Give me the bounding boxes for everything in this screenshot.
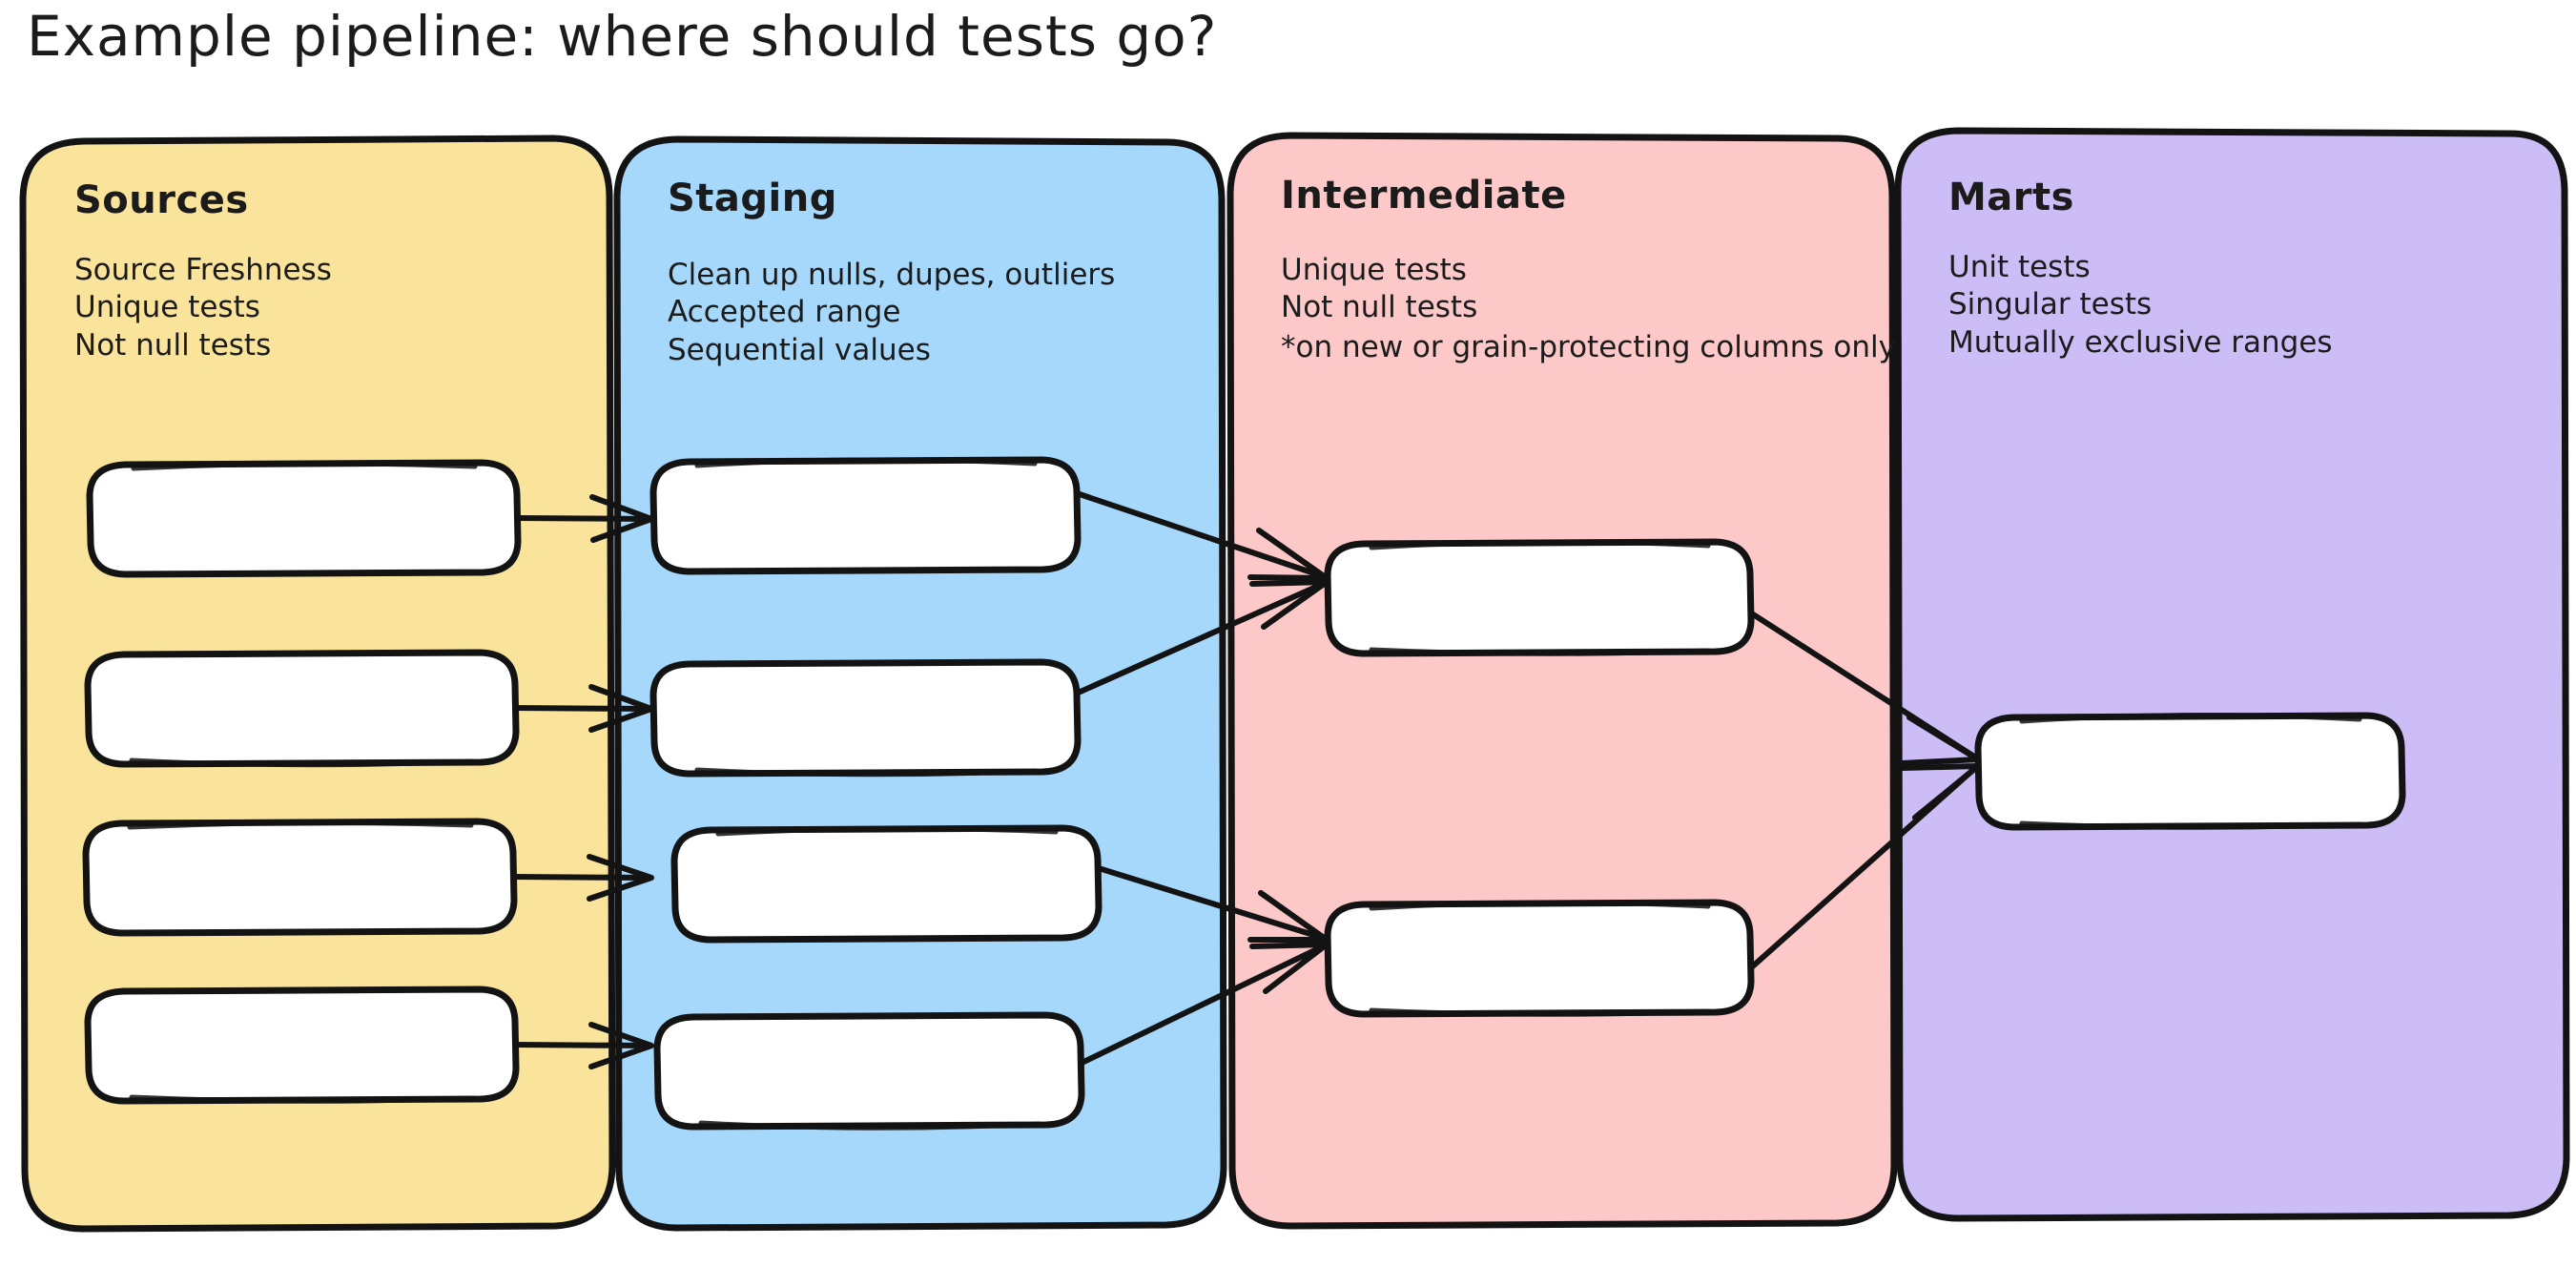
lane-intermediate-title: Intermediate bbox=[1281, 174, 1567, 218]
staging-node-3[interactable] bbox=[670, 824, 1103, 944]
lane-staging-title: Staging bbox=[668, 176, 837, 220]
lane-sources-item-1: Unique tests bbox=[74, 290, 260, 324]
page-title: Example pipeline: where should tests go? bbox=[27, 4, 1217, 69]
node-group-sources bbox=[82, 459, 522, 1105]
lane-marts-background bbox=[1894, 127, 2570, 1222]
lane-marts[interactable]: Marts Unit tests Singular tests Mutually… bbox=[1894, 127, 2570, 1222]
node-group-intermediate bbox=[1324, 538, 1755, 1018]
edge-sources-3-to-staging-3 bbox=[508, 854, 654, 902]
node-group-staging bbox=[649, 456, 1103, 1131]
lane-staging-item-2: Sequential values bbox=[668, 333, 931, 367]
lane-staging-item-0: Clean up nulls, dupes, outliers bbox=[668, 258, 1115, 292]
lane-staging-item-1: Accepted range bbox=[668, 295, 900, 329]
sources-node-1[interactable] bbox=[86, 459, 522, 578]
lane-marts-item-1: Singular tests bbox=[1948, 287, 2152, 322]
staging-node-2[interactable] bbox=[649, 658, 1082, 778]
lane-sources-item-2: Not null tests bbox=[74, 328, 271, 363]
edge-group-staging-to-intermediate bbox=[1071, 489, 1329, 1069]
intermediate-node-1[interactable] bbox=[1324, 538, 1755, 657]
lane-sources-item-0: Source Freshness bbox=[74, 253, 332, 287]
lane-intermediate-item-0: Unique tests bbox=[1281, 253, 1467, 287]
lane-sources-title: Sources bbox=[74, 178, 249, 222]
sources-node-4[interactable] bbox=[84, 986, 520, 1105]
node-group-marts bbox=[1974, 712, 2406, 831]
lane-intermediate[interactable]: Intermediate Unique tests Not null tests… bbox=[1226, 132, 1898, 1230]
sources-node-3[interactable] bbox=[82, 818, 518, 937]
intermediate-node-2[interactable] bbox=[1324, 899, 1755, 1018]
lane-marts-item-0: Unit tests bbox=[1948, 250, 2091, 284]
edge-sources-4-to-staging-4 bbox=[510, 1022, 654, 1069]
marts-node-1[interactable] bbox=[1974, 712, 2406, 831]
edge-group-sources-to-staging bbox=[508, 494, 654, 1069]
staging-node-1[interactable] bbox=[649, 456, 1082, 575]
sources-node-2[interactable] bbox=[84, 649, 520, 768]
lane-intermediate-item-1: Not null tests bbox=[1281, 290, 1477, 324]
lane-intermediate-item-2: *on new or grain-protecting columns only bbox=[1281, 330, 1896, 364]
staging-node-4[interactable] bbox=[653, 1011, 1085, 1131]
lane-marts-item-2: Mutually exclusive ranges bbox=[1948, 325, 2333, 360]
lane-marts-title: Marts bbox=[1948, 176, 2074, 219]
